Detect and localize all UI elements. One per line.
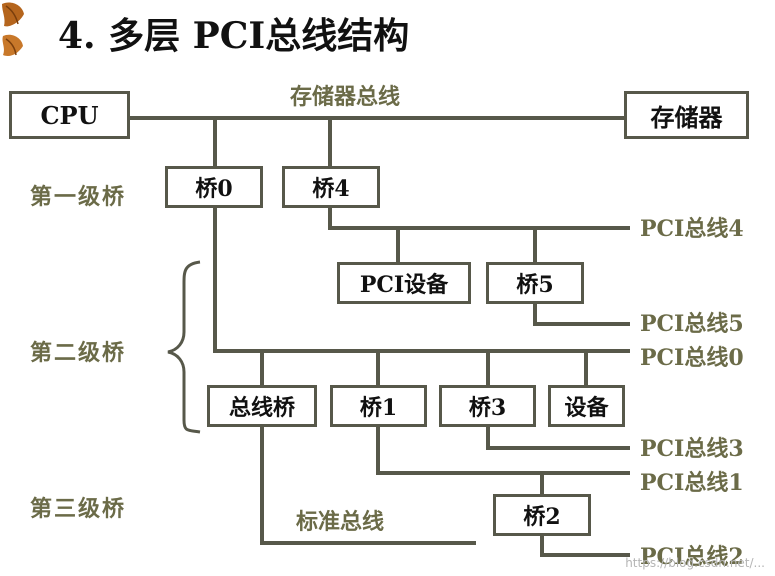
pci-bus-0-label: PCI总线0 — [640, 345, 744, 371]
pci-bus-2-label: PCI总线2 — [640, 544, 744, 570]
pci-device-label: PCI设备 — [359, 272, 449, 298]
bus-bridge-label: 总线桥 — [228, 395, 295, 421]
bridge-5-label: 桥5 — [516, 272, 554, 298]
page-title: 4. 多层 PCI总线结构 — [58, 15, 410, 57]
bridge-0-label: 桥0 — [195, 176, 233, 202]
memory-box: 存储器 — [624, 91, 749, 139]
pci-device-box: PCI设备 — [337, 262, 471, 304]
leaf-decoration-icon — [2, 2, 24, 27]
bridge-3-box: 桥3 — [439, 385, 536, 427]
watermark-text: https://blog.csdn.net/... — [625, 556, 765, 570]
level-brace — [167, 260, 201, 434]
device-label: 设备 — [564, 395, 609, 421]
bridge-4-label: 桥4 — [312, 176, 350, 202]
pci-bus-5-label: PCI总线5 — [640, 311, 744, 337]
cpu-label: CPU — [40, 100, 99, 130]
leaf-decoration-icon — [2, 34, 23, 56]
memory-label: 存储器 — [650, 102, 723, 132]
cpu-box: CPU — [9, 91, 130, 139]
bridge-1-box: 桥1 — [330, 385, 427, 427]
level-3-label: 第三级桥 — [30, 496, 127, 522]
standard-bus-label: 标准总线 — [296, 509, 385, 535]
bridge-1-label: 桥1 — [359, 395, 398, 421]
pci-bus-3-label: PCI总线3 — [640, 436, 744, 462]
bridge-0-box: 桥0 — [165, 166, 263, 208]
level-1-label: 第一级桥 — [30, 184, 127, 210]
bridge-5-box: 桥5 — [486, 262, 584, 304]
memory-bus-label: 存储器总线 — [290, 84, 401, 110]
pci-bus-1-label: PCI总线1 — [640, 470, 744, 496]
device-box: 设备 — [548, 385, 625, 427]
level-2-label: 第二级桥 — [30, 340, 127, 366]
pci-bus-4-label: PCI总线4 — [640, 216, 744, 242]
bridge-2-label: 桥2 — [523, 504, 561, 530]
bus-bridge-box: 总线桥 — [207, 385, 317, 427]
bridge-2-box: 桥2 — [493, 494, 591, 536]
bridge-3-label: 桥3 — [468, 395, 507, 421]
bridge-4-box: 桥4 — [282, 166, 380, 208]
